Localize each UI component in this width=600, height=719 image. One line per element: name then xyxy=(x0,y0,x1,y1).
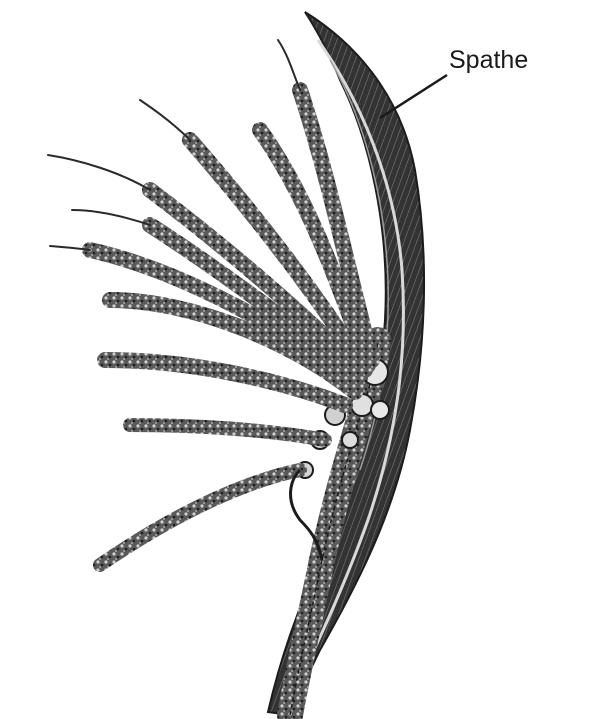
spathe-label: Spathe xyxy=(449,46,528,74)
female-flower xyxy=(342,432,358,448)
lower-peduncle xyxy=(291,470,322,560)
branch-10 xyxy=(100,470,300,565)
branches xyxy=(48,40,372,565)
spathe-leader-line xyxy=(380,75,447,118)
female-flower xyxy=(371,401,389,419)
branch-9 xyxy=(130,425,325,440)
spathe-annotation: Spathe xyxy=(380,46,528,118)
